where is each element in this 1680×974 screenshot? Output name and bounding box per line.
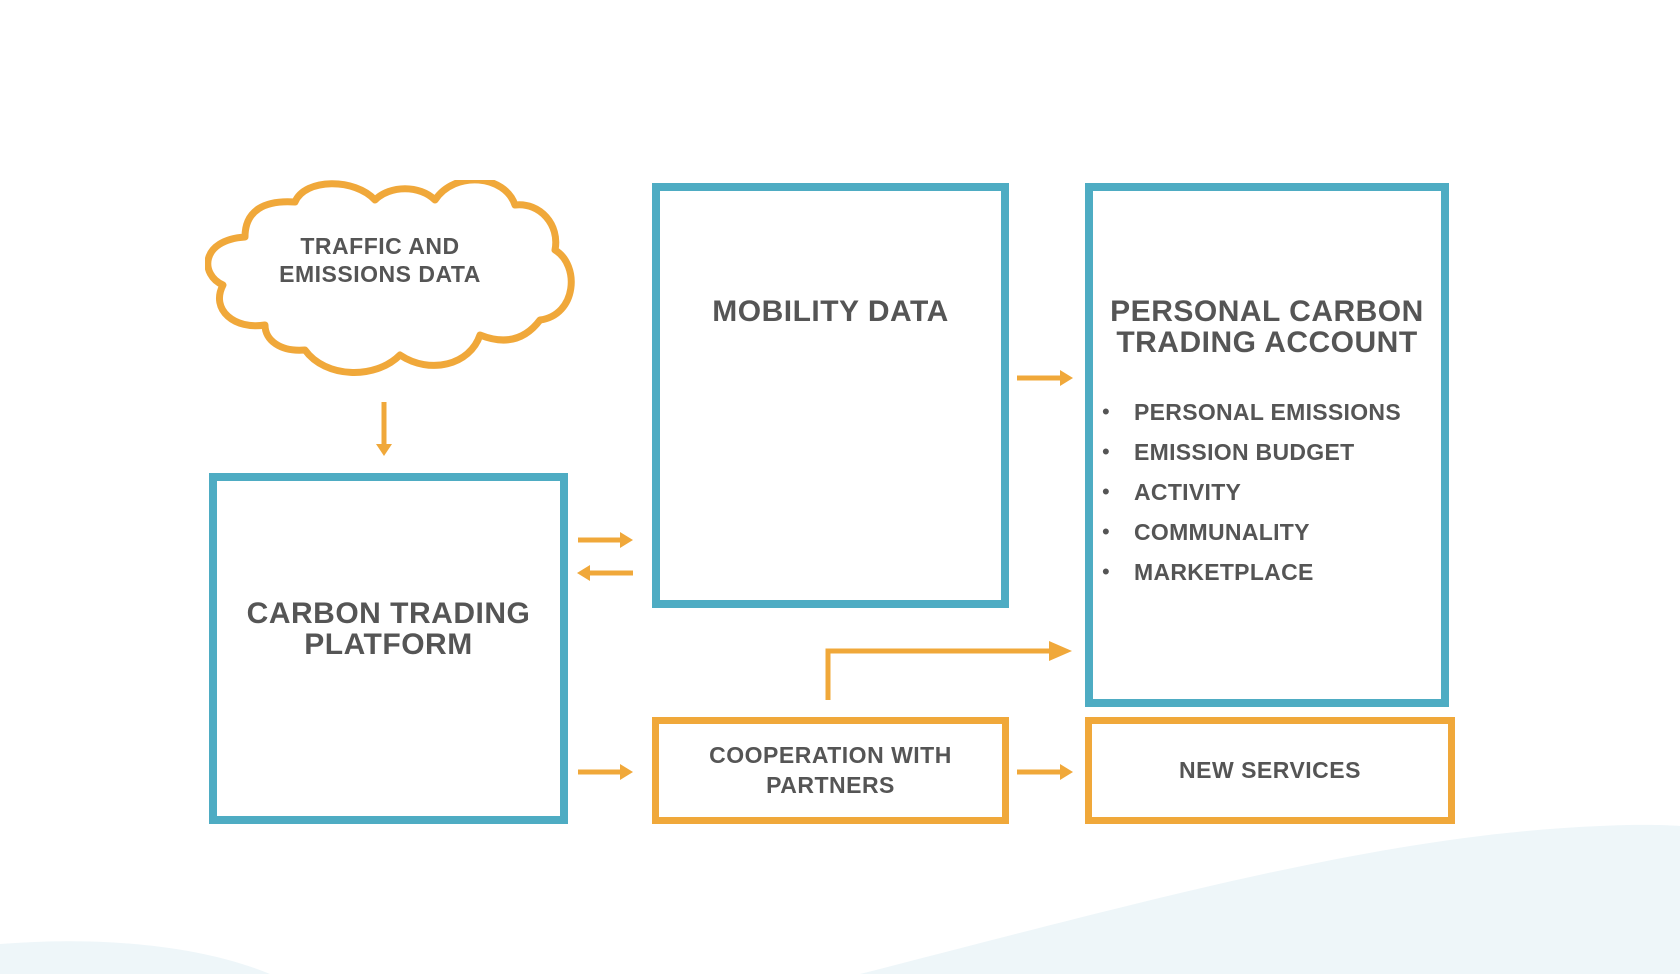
bullet-icon: •	[1102, 399, 1111, 424]
list-item: •PERSONAL EMISSIONS	[1102, 399, 1401, 425]
list-item: •COMMUNALITY	[1102, 519, 1310, 545]
cloud-label: TRAFFIC AND EMISSIONS DATA	[279, 233, 481, 287]
bullet-icon: •	[1102, 559, 1111, 584]
carbon-trading-platform-box: CARBON TRADING PLATFORM	[209, 473, 568, 824]
personal-carbon-account-title: PERSONAL CARBON TRADING ACCOUNT	[1110, 295, 1424, 359]
list-item: •MARKETPLACE	[1102, 559, 1314, 585]
mobility-data-title: MOBILITY DATA	[712, 295, 949, 328]
bullet-icon: •	[1102, 479, 1111, 504]
list-item: •ACTIVITY	[1102, 479, 1242, 505]
new-services-box: NEW SERVICES	[1085, 717, 1455, 824]
personal-carbon-account-box: PERSONAL CARBON TRADING ACCOUNT •PERSONA…	[1085, 183, 1449, 707]
cooperation-partners-title: COOPERATION WITH PARTNERS	[709, 742, 952, 798]
bullet-icon: •	[1102, 439, 1111, 464]
arrow-partners-to-account	[825, 648, 1052, 700]
account-feature-list: •PERSONAL EMISSIONS •EMISSION BUDGET •AC…	[1093, 398, 1441, 598]
bullet-icon: •	[1102, 519, 1111, 544]
list-item: •EMISSION BUDGET	[1102, 439, 1355, 465]
carbon-trading-platform-title: CARBON TRADING PLATFORM	[246, 597, 531, 661]
new-services-title: NEW SERVICES	[1179, 757, 1361, 783]
cloud-shape	[205, 180, 575, 376]
cooperation-partners-box: COOPERATION WITH PARTNERS	[652, 717, 1009, 824]
mobility-data-box: MOBILITY DATA	[652, 183, 1009, 608]
